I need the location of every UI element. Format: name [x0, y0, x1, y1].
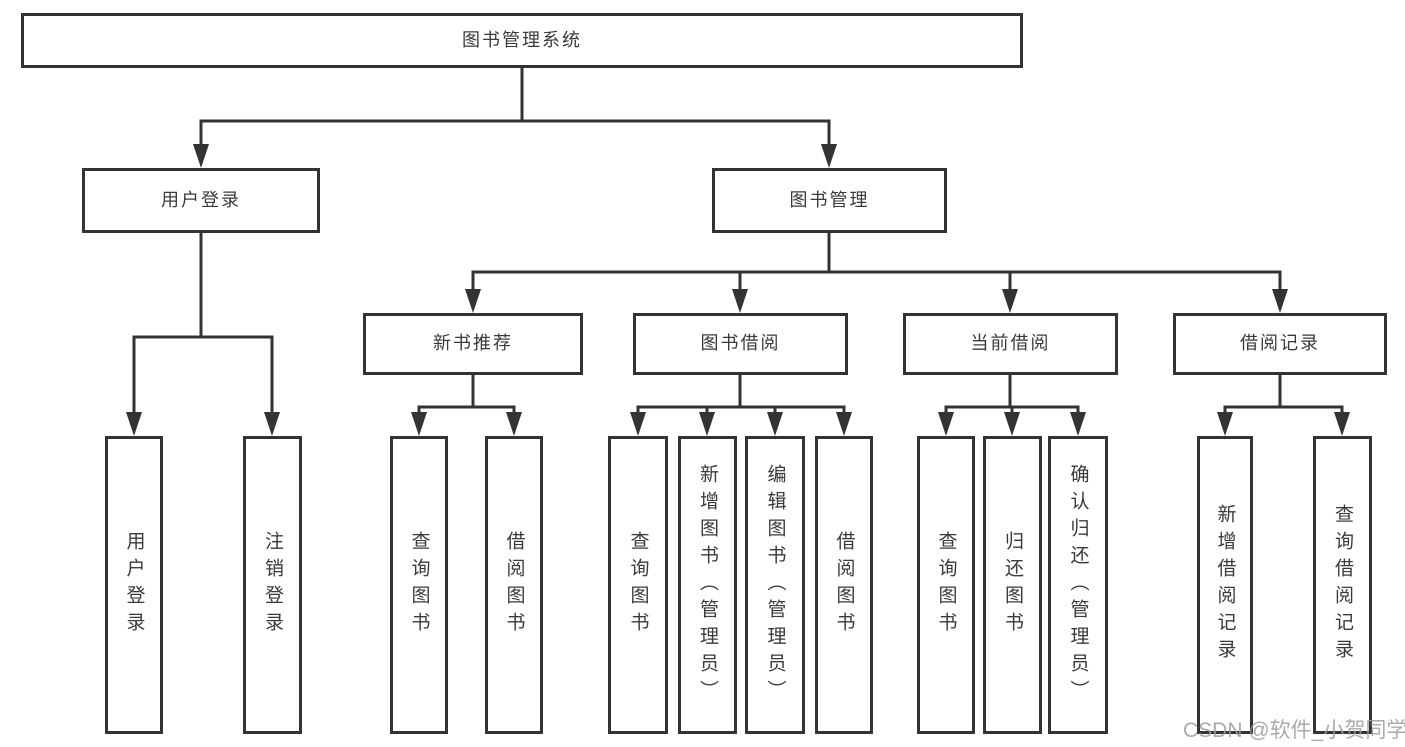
node-user-login: 用户登录 [105, 436, 163, 734]
node-book-borrowing: 图书借阅 [633, 313, 848, 375]
node-query-books-recommend: 查询图书 [390, 436, 448, 734]
connector-group [630, 375, 852, 436]
arrowhead-icon [1217, 412, 1233, 436]
node-root-library-management-system: 图书管理系统 [21, 13, 1023, 68]
arrowhead-icon [630, 412, 646, 436]
arrowhead-icon [1002, 289, 1018, 313]
arrowhead-icon [767, 412, 783, 436]
connector-group [411, 375, 522, 436]
connector-group [1217, 375, 1350, 436]
arrowhead-icon [836, 412, 852, 436]
connector-group [193, 68, 837, 168]
node-add-borrow-record: 新增借阅记录 [1197, 436, 1253, 734]
arrowhead-icon [126, 412, 142, 436]
node-user-login-group: 用户登录 [82, 168, 320, 233]
connector-group [126, 233, 280, 436]
node-borrow-books-recommend: 借阅图书 [485, 436, 543, 734]
arrowhead-icon [821, 144, 837, 168]
arrowhead-icon [264, 412, 280, 436]
arrowhead-icon [1272, 289, 1288, 313]
arrowhead-icon [1334, 412, 1350, 436]
arrowhead-icon [465, 289, 481, 313]
node-return-books: 归还图书 [983, 436, 1042, 734]
node-query-books-borrow: 查询图书 [608, 436, 668, 734]
node-query-books-current: 查询图书 [917, 436, 975, 734]
arrowhead-icon [193, 144, 209, 168]
arrowhead-icon [411, 412, 427, 436]
arrowhead-icon [699, 412, 715, 436]
arrowhead-icon [732, 289, 748, 313]
csdn-watermark: CSDN @软件_小贺同学 [1183, 719, 1405, 742]
node-edit-books-admin: 编辑图书（管理员） [745, 436, 805, 734]
node-book-management: 图书管理 [712, 168, 947, 233]
node-new-book-recommendation: 新书推荐 [363, 313, 583, 375]
arrowhead-icon [938, 412, 954, 436]
node-borrowing-records: 借阅记录 [1173, 313, 1387, 375]
node-logout: 注销登录 [243, 436, 302, 734]
connector-group [465, 233, 1288, 313]
arrowhead-icon [1070, 412, 1086, 436]
node-query-borrow-record: 查询借阅记录 [1313, 436, 1372, 734]
node-add-books-admin: 新增图书（管理员） [678, 436, 737, 734]
node-current-borrowing: 当前借阅 [903, 313, 1118, 375]
connector-group [938, 375, 1086, 436]
node-confirm-return-admin: 确认归还（管理员） [1048, 436, 1108, 734]
node-borrow-books: 借阅图书 [815, 436, 873, 734]
arrowhead-icon [1004, 412, 1020, 436]
arrowhead-icon [506, 412, 522, 436]
